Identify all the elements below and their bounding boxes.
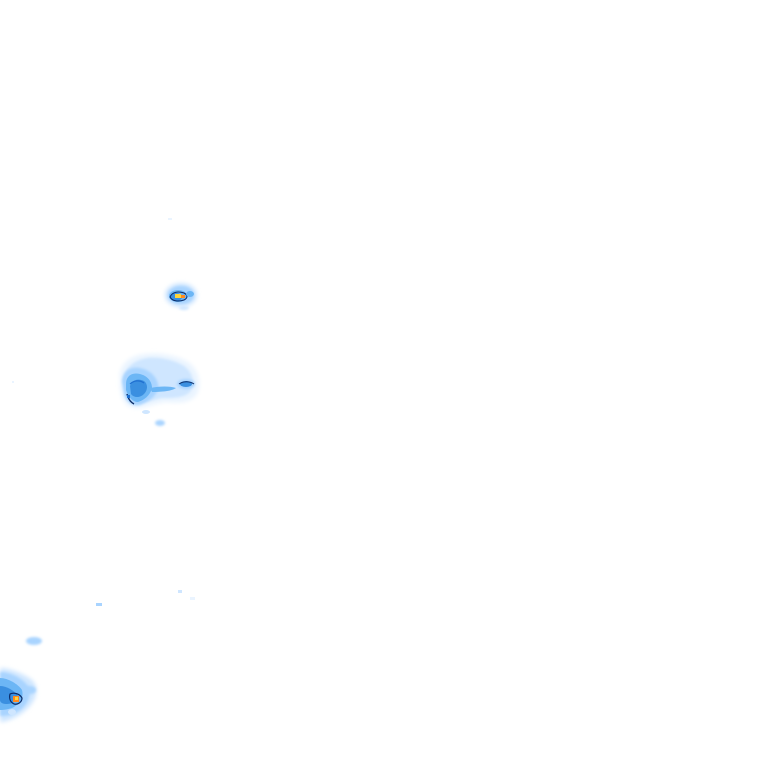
rain-cell-southwest <box>0 637 42 722</box>
rain-core-central <box>127 395 130 398</box>
rain-specks-middle <box>12 381 195 606</box>
rain-cell-north <box>165 283 197 310</box>
rain-speck-top <box>168 218 172 220</box>
rain-core-north <box>175 294 181 298</box>
rain-cell-central <box>119 353 200 426</box>
